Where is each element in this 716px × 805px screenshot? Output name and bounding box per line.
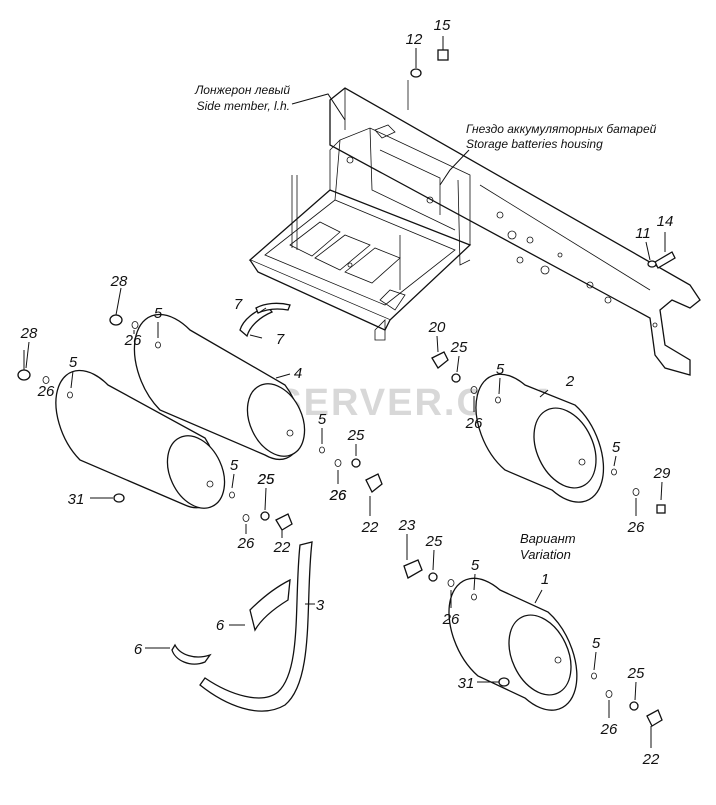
callout-label: 31 (458, 675, 475, 692)
callout-label: 26 (329, 487, 347, 504)
callout-label: 26 (124, 332, 142, 349)
receiver-left (55, 369, 226, 509)
callout-label: 6 (216, 617, 225, 634)
callout-label: 26 (465, 415, 483, 432)
receiver-1 (448, 577, 578, 711)
pad-7 (239, 302, 291, 338)
pad-6-upper (249, 578, 291, 632)
callout-label: 26 (237, 535, 255, 552)
battery-housing (248, 124, 472, 341)
callout-label: 5 (612, 439, 621, 456)
caption-battery-housing-ru: Гнездо аккумуляторных батарей (466, 122, 657, 136)
callout-label: 12 (406, 31, 423, 48)
callout-label: 23 (398, 517, 416, 534)
callout-label: 1 (541, 571, 549, 588)
callout-label: 22 (273, 539, 291, 556)
callout-label: 25 (627, 665, 645, 682)
callout-label: 7 (276, 331, 285, 348)
callout-label: 29 (653, 465, 671, 482)
callout-numbers: 15 12 14 11 28 5 26 28 5 26 7 7 4 20 25 … (20, 17, 674, 768)
callout-label: 31 (68, 491, 85, 508)
receiver-2 (475, 373, 605, 503)
strap-3 (199, 541, 313, 712)
caption-variation-ru: Вариант (520, 531, 576, 546)
callout-label: 5 (230, 457, 239, 474)
callout-label: 28 (110, 273, 128, 290)
caption-battery-housing-en: Storage batteries housing (466, 137, 603, 151)
callout-label: 5 (154, 305, 163, 322)
callout-label: 5 (592, 635, 601, 652)
callout-label: 5 (318, 411, 327, 428)
callout-label: 14 (657, 213, 674, 230)
caption-side-member: Лонжерон левый Side member, l.h. (194, 83, 290, 113)
callout-label: 25 (425, 533, 443, 550)
callout-label: 7 (234, 296, 243, 313)
caption-battery-housing: Гнездо аккумуляторных батарей Storage ba… (466, 122, 657, 151)
caption-variation: Вариант Variation (520, 531, 576, 562)
callout-label: 22 (361, 519, 379, 536)
callout-label: 4 (294, 365, 302, 382)
fittings (17, 49, 676, 727)
callout-label: 26 (329, 487, 347, 504)
callout-label: 26 (37, 383, 55, 400)
callout-label: 25 (347, 427, 365, 444)
caption-side-member-ru: Лонжерон левый (194, 83, 290, 97)
callout-label: 25 (257, 471, 275, 488)
leader-lines (23, 36, 666, 683)
callout-label: 2 (565, 373, 575, 390)
callout-label: 26 (627, 519, 645, 536)
pad-6-lower (171, 643, 212, 665)
callout-ticks (25, 322, 663, 748)
callout-label: 25 (257, 471, 275, 488)
side-member (329, 80, 701, 376)
callout-label: 6 (134, 641, 143, 658)
callout-label: 25 (450, 339, 468, 356)
callout-label: 26 (442, 611, 460, 628)
callout-label: 3 (316, 597, 325, 614)
receiver-4 (133, 313, 306, 461)
caption-variation-en: Variation (520, 547, 571, 562)
callout-label: 11 (635, 225, 651, 242)
callout-label: 28 (20, 325, 38, 342)
callout-label: 15 (434, 17, 451, 34)
callout-label: 5 (496, 361, 505, 378)
callout-label: 5 (69, 354, 78, 371)
callout-label: 26 (600, 721, 618, 738)
callout-label: 5 (471, 557, 480, 574)
callout-label: 20 (428, 319, 446, 336)
caption-side-member-en: Side member, l.h. (197, 99, 290, 113)
callout-label: 22 (642, 751, 660, 768)
